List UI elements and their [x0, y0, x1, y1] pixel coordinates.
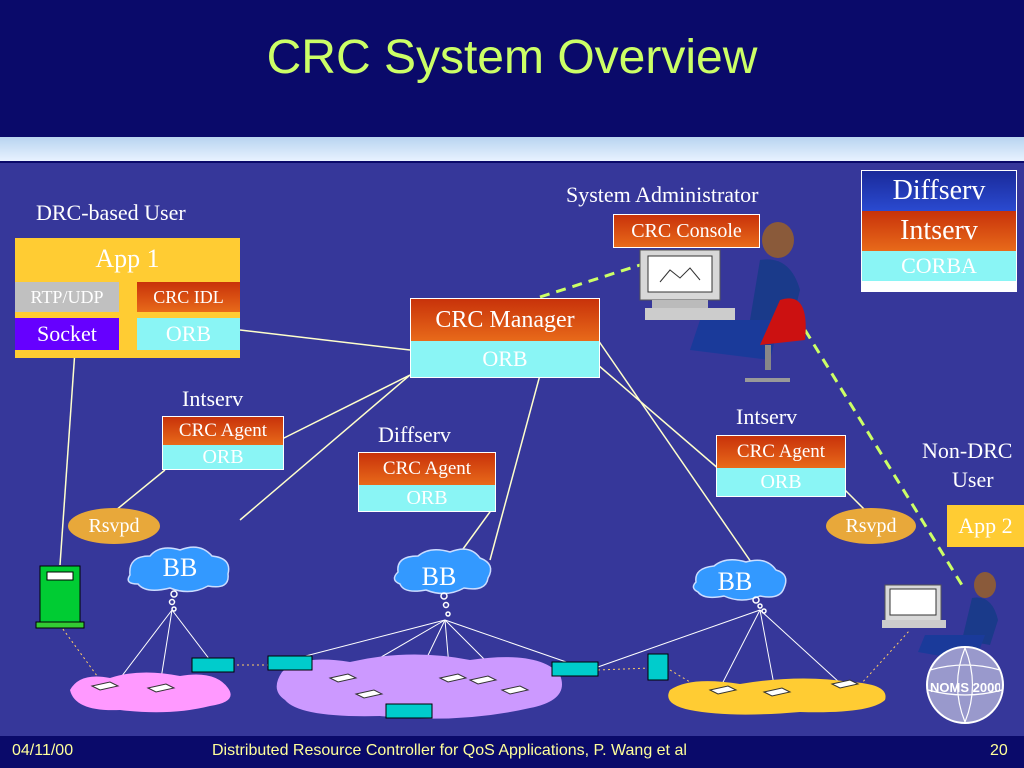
- rsvpd-right: Rsvpd: [826, 508, 916, 544]
- rsvpd-left: Rsvpd: [68, 508, 160, 544]
- legend-box: Diffserv Intserv CORBA: [861, 170, 1017, 292]
- legend-diffserv: Diffserv: [862, 171, 1016, 211]
- agent2-domain-label: Diffserv: [378, 422, 451, 447]
- agent1-title: CRC Agent: [163, 417, 283, 445]
- crc-manager-title: CRC Manager: [411, 299, 599, 341]
- crc-manager-orb: ORB: [411, 341, 599, 377]
- agent2-orb: ORB: [359, 485, 495, 511]
- drc-user-label: DRC-based User: [36, 200, 186, 225]
- bb-right-label: BB: [717, 567, 753, 596]
- app2-box: App 2: [947, 505, 1024, 547]
- non-drc-user-figure: [882, 572, 998, 662]
- crc-agent-intserv-right: CRC Agent ORB: [716, 435, 846, 497]
- agent3-orb: ORB: [717, 468, 845, 496]
- app1-orb-box: ORB: [137, 318, 240, 350]
- slide-title: CRC System Overview: [266, 31, 758, 84]
- footer-date: 04/11/00: [12, 742, 74, 759]
- legend-intserv: Intserv: [862, 211, 1016, 251]
- noms-logo: [926, 646, 1004, 724]
- admin-label: System Administrator: [566, 182, 759, 207]
- non-drc-label-line1: Non-DRC: [922, 438, 1013, 463]
- rtp-udp-box: RTP/UDP: [15, 282, 119, 312]
- crc-agent-intserv-left: CRC Agent ORB: [162, 416, 284, 470]
- agent3-domain-label: Intserv: [736, 404, 798, 429]
- socket-box: Socket: [15, 318, 119, 350]
- crc-manager-box: CRC Manager ORB: [410, 298, 600, 378]
- crc-console-box: CRC Console: [613, 214, 760, 248]
- page-number: 20: [990, 742, 1008, 759]
- app1-label: App 1: [95, 244, 160, 273]
- server-tower-icon: [35, 565, 85, 629]
- noms-logo-text: NOMS 2000: [930, 680, 1000, 695]
- agent2-title: CRC Agent: [359, 453, 495, 485]
- header-band: [0, 137, 1024, 161]
- agent3-title: CRC Agent: [717, 436, 845, 468]
- crc-idl-box: CRC IDL: [137, 282, 240, 312]
- legend-corba: CORBA: [862, 251, 1016, 281]
- footer-text: Distributed Resource Controller for QoS …: [212, 742, 687, 759]
- non-drc-label-line2: User: [952, 467, 994, 492]
- app1-stack: App 1 RTP/UDP CRC IDL Socket ORB: [15, 238, 240, 358]
- bb-middle-label: BB: [421, 562, 457, 591]
- crc-agent-diffserv: CRC Agent ORB: [358, 452, 496, 512]
- bb-left-label: BB: [162, 553, 198, 582]
- agent1-orb: ORB: [163, 445, 283, 469]
- agent1-domain-label: Intserv: [182, 386, 244, 411]
